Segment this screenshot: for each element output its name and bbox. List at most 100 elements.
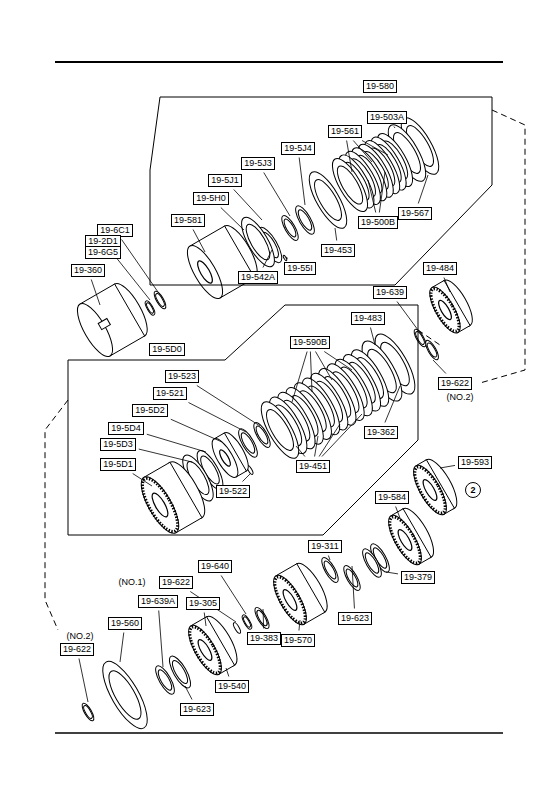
part-number: 19-540 <box>218 681 246 691</box>
leader-line <box>418 175 428 204</box>
part-number-box: 19-379 <box>401 571 435 584</box>
leader-line <box>433 360 446 374</box>
dashed-axis <box>480 110 525 383</box>
part-number: 19-379 <box>404 572 432 582</box>
leader-line <box>386 572 398 574</box>
part-number-box: 19-590B <box>290 336 330 349</box>
leader-line <box>197 386 260 427</box>
bottom-rule <box>55 732 503 734</box>
leader-line <box>221 576 246 615</box>
leader-line <box>79 659 88 703</box>
group-number: 19-5D0 <box>149 343 185 356</box>
part-number: 19-584 <box>378 492 406 502</box>
part-number: 19-561 <box>331 126 359 136</box>
drum-part <box>408 455 463 519</box>
part-number-box: 19-593 <box>458 456 492 469</box>
part-number: 19-622 <box>441 378 469 388</box>
part-number-box: 19-362 <box>364 426 398 439</box>
part-number-box: 19-622 <box>159 576 193 589</box>
leader-line <box>133 474 152 487</box>
part-number-box: 19-542A <box>238 271 278 284</box>
part-number: 19-521 <box>156 388 184 398</box>
position-note: (NO.2) <box>447 392 474 403</box>
ring-part <box>94 655 155 734</box>
part-number-box: 19-5D2 <box>132 404 168 417</box>
leader-line <box>379 172 385 213</box>
part-number: 19-581 <box>174 215 202 225</box>
part-number: 19-639A <box>141 596 175 606</box>
part-number: 19-6C1 <box>100 225 130 235</box>
leader-line <box>159 611 163 668</box>
part-number: 19-570 <box>284 635 312 645</box>
leader-line <box>352 566 354 609</box>
group-outline <box>68 305 418 535</box>
ring-part <box>144 300 157 317</box>
part-number-box: 19-570 <box>281 634 315 647</box>
leader-line <box>193 230 205 253</box>
drum-part <box>183 612 244 679</box>
part-number-box: 19-451 <box>296 460 330 473</box>
leader-line <box>370 328 375 346</box>
leader-line <box>385 386 400 423</box>
part-number-box: 19-5D3 <box>100 438 136 451</box>
part-number: 19-484 <box>426 263 454 273</box>
leader-line <box>444 278 450 293</box>
part-number: 19-623 <box>341 613 369 623</box>
part-number: 19-5J3 <box>244 158 272 168</box>
part-number-box: 19-639 <box>373 286 407 299</box>
leader-line <box>353 141 372 163</box>
leader-line <box>171 419 222 442</box>
part-number-box: 19-503A <box>367 111 407 124</box>
leader-line <box>310 352 312 393</box>
ring-part <box>254 397 305 464</box>
part-number: 19-560 <box>111 618 139 628</box>
part-number-box: 19-640 <box>198 560 232 573</box>
part-number: 19-622 <box>63 644 91 654</box>
part-number: 19-522 <box>219 486 247 496</box>
leader-line <box>328 556 330 561</box>
drum-part <box>134 457 211 539</box>
leader-line <box>324 352 352 371</box>
part-number: 19-640 <box>201 561 229 571</box>
leader-line <box>122 240 158 293</box>
part-number-box: 19-311 <box>308 540 341 553</box>
leader-line <box>296 446 305 457</box>
part-number-box: 19-561 <box>328 125 362 138</box>
leader-line <box>204 613 206 627</box>
part-number-box: 19-383 <box>247 632 281 645</box>
part-number: 19-5H0 <box>196 193 226 203</box>
part-number: 19-6G5 <box>88 247 118 257</box>
dashed-axis <box>45 400 68 630</box>
leader-line <box>396 507 400 519</box>
part-number: 19-593 <box>461 457 489 467</box>
leader-lines <box>79 127 455 703</box>
leader-line <box>263 250 272 268</box>
part-number: 19-622 <box>162 577 190 587</box>
part-number-box: 19-483 <box>351 312 385 325</box>
leader-line <box>147 434 206 452</box>
ring-part <box>252 606 271 631</box>
part-number: 19-542A <box>241 272 275 282</box>
part-number: 19-5D4 <box>111 423 141 433</box>
ring-part <box>152 290 168 311</box>
position-note: (NO.2) <box>67 631 94 642</box>
leader-line <box>335 228 337 241</box>
part-number-box: 19-6G5 <box>85 246 121 259</box>
drum-part <box>424 276 478 337</box>
leader-line <box>440 465 455 468</box>
part-number-box: 19-500B <box>358 216 398 229</box>
part-number-box: 19-521 <box>153 387 187 400</box>
part-number: 19-639 <box>376 287 404 297</box>
part-number: 19-2D1 <box>88 236 118 246</box>
leader-line <box>394 127 395 129</box>
leader-line <box>299 620 300 631</box>
leader-line <box>397 302 418 331</box>
leader-line <box>91 280 100 306</box>
part-number-box: 19-55I <box>284 262 316 275</box>
part-number-box: 19-305 <box>186 597 220 610</box>
part-number: 19-567 <box>401 208 429 218</box>
drum-part <box>71 279 154 361</box>
part-outlines <box>45 62 525 735</box>
drum-part <box>268 559 334 629</box>
leader-line <box>139 449 192 462</box>
